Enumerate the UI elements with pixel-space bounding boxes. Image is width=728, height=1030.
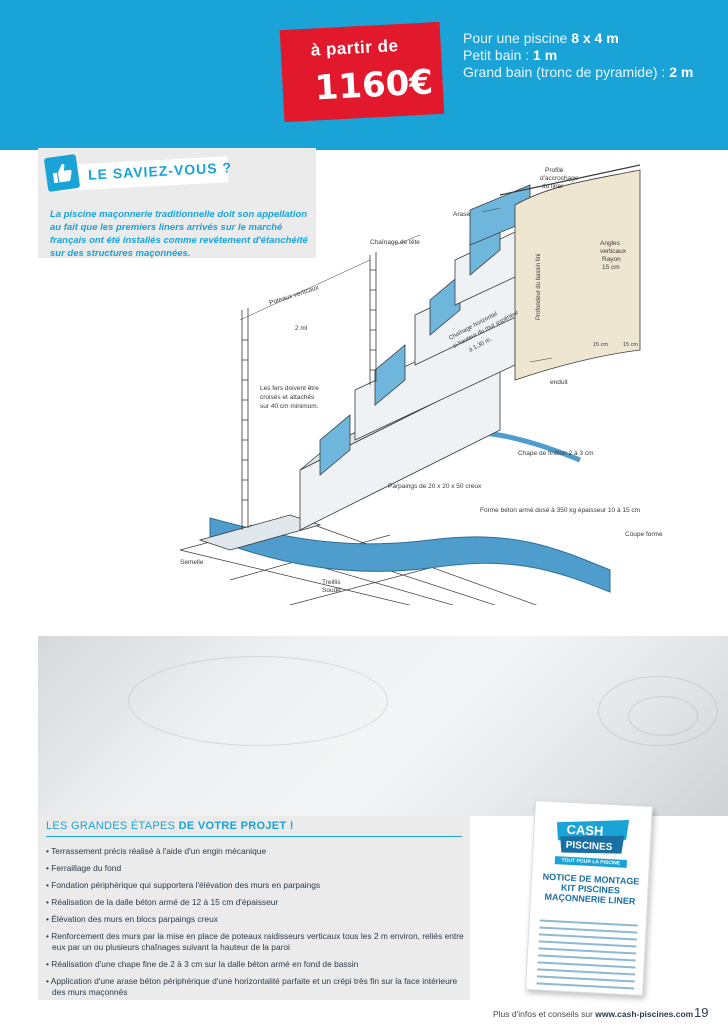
booklet-title: NOTICE DE MONTAGE KIT PISCINES MAÇONNERI… — [542, 871, 640, 907]
project-steps-box: LES GRANDES ÉTAPES DE VOTRE PROJET ! Ter… — [38, 816, 470, 1000]
list-item: Fondation périphérique qui supportera l'… — [46, 880, 466, 891]
specs-size-label: Pour une piscine — [463, 30, 572, 46]
price-tag: à partir de 1160€ — [279, 21, 445, 123]
project-steps-title-bold: DE VOTRE PROJET ! — [178, 820, 294, 832]
label-distance: 2 ml — [295, 325, 308, 332]
assembly-manual-booklet: CASH PISCINES TOUT POUR LA PISCINE NOTIC… — [525, 800, 653, 996]
list-item: Réalisation d'une chape fine de 2 à 3 cm… — [46, 959, 466, 970]
rendered-pool-wall — [514, 169, 641, 381]
block-wall — [299, 184, 531, 531]
thumbs-up-icon — [43, 153, 81, 193]
footer-url-link[interactable]: www.cash-piscines.com — [595, 1009, 694, 1019]
label-profondeur: Profondeur du bassin fini — [536, 254, 542, 320]
label-dim-2: 15 cm — [623, 342, 638, 348]
price-from-label: à partir de — [310, 36, 399, 60]
label-treillis-2: Soudé — [322, 587, 341, 594]
list-item: Application d'une arase béton périphériq… — [46, 976, 466, 998]
footer-prefix: Plus d'infos et conseils sur — [493, 1009, 596, 1019]
project-steps-list: Terrassement précis réalisé à l'aide d'u… — [46, 846, 466, 1004]
specs-size-value: 8 x 4 m — [571, 30, 619, 46]
pool-wall-diagram: Profilé d'accrochage du liner Arase Chaî… — [179, 164, 663, 605]
specs-line-deep: Grand bain (tronc de pyramide) : 2 m — [463, 64, 693, 81]
list-item: Terrassement précis réalisé à l'aide d'u… — [46, 846, 466, 857]
label-angles: Angles — [600, 240, 621, 247]
concrete-slab — [209, 517, 611, 593]
label-angles-4: 15 cm — [602, 264, 620, 271]
specs-deep-value: 2 m — [669, 64, 694, 80]
specs-deep-label: Grand bain (tronc de pyramide) : — [463, 64, 670, 80]
label-angles-2: verticaux — [600, 248, 627, 255]
label-profile-3: du liner — [542, 183, 564, 190]
dimension-lines — [239, 207, 553, 363]
cash-piscines-logo: CASH PISCINES — [556, 819, 630, 854]
water-ripple — [128, 656, 388, 746]
label-chainage-tete: Chaînage de tête — [370, 239, 420, 246]
label-fers: Les fers doivent être — [260, 385, 319, 392]
label-poteaux: Poteaux verticaux — [268, 284, 320, 307]
label-treillis: Treillis — [322, 579, 341, 586]
label-profile-2: d'accrochage — [540, 175, 579, 182]
specs-shallow-value: 1 m — [533, 47, 558, 63]
price-amount: 1160€ — [313, 62, 434, 109]
pool-water-photo — [38, 636, 728, 816]
label-parpaings: Parpaings de 20 x 20 x 50 creux — [388, 483, 482, 490]
rebar-posts — [241, 252, 377, 530]
specs-line-shallow: Petit bain : 1 m — [463, 47, 693, 64]
water-ripple — [598, 676, 718, 746]
booklet-tagline: TOUT POUR LA PISCINE — [554, 856, 628, 868]
list-item: Élévation des murs en blocs parpaings cr… — [46, 914, 466, 925]
label-fers-2: croisés et attachés — [260, 394, 315, 401]
list-item: Ferraillage du fond — [46, 863, 466, 874]
project-steps-title-plain: LES GRANDES ÉTAPES — [46, 820, 179, 832]
label-forme: Forme béton armé dosé à 350 kg épaisseur… — [480, 507, 640, 514]
did-you-know-box: LE SAVIEZ-VOUS ? La piscine maçonnerie t… — [38, 148, 316, 259]
list-item: Réalisation de la dalle béton armé de 12… — [46, 897, 466, 908]
list-item: Renforcement des murs par la mise en pla… — [46, 931, 466, 953]
did-you-know-text: La piscine maçonnerie traditionnelle doi… — [50, 209, 308, 259]
project-steps-title: LES GRANDES ÉTAPES DE VOTRE PROJET ! — [46, 820, 294, 832]
specs-shallow-label: Petit bain : — [463, 47, 534, 63]
divider — [46, 836, 462, 837]
logo-text-bottom: PISCINES — [565, 840, 613, 853]
footing — [198, 514, 322, 551]
label-coupe: Coupe forme — [625, 531, 663, 538]
label-profile: Profilé — [545, 167, 564, 174]
label-enduit: enduit — [550, 379, 568, 386]
label-angles-3: Rayon — [602, 256, 621, 263]
label-semelle: Semelle — [180, 559, 204, 566]
logo-text-top: CASH — [566, 822, 604, 839]
label-fers-3: sur 40 cm minimum. — [260, 403, 319, 410]
liner-profile — [499, 164, 641, 196]
water-ripple — [628, 696, 698, 736]
booklet-text-lines — [536, 919, 638, 994]
page-number: 19 — [694, 1005, 709, 1020]
specs-line-size: Pour une piscine 8 x 4 m — [463, 30, 693, 47]
label-arase: Arase — [453, 211, 470, 218]
pool-specs: Pour une piscine 8 x 4 m Petit bain : 1 … — [463, 30, 693, 81]
label-chape: Chape de finition 2 à 3 cm — [518, 450, 594, 457]
label-dim-1: 15 cm — [593, 342, 608, 348]
footer-website: Plus d'infos et conseils sur www.cash-pi… — [493, 1009, 693, 1019]
